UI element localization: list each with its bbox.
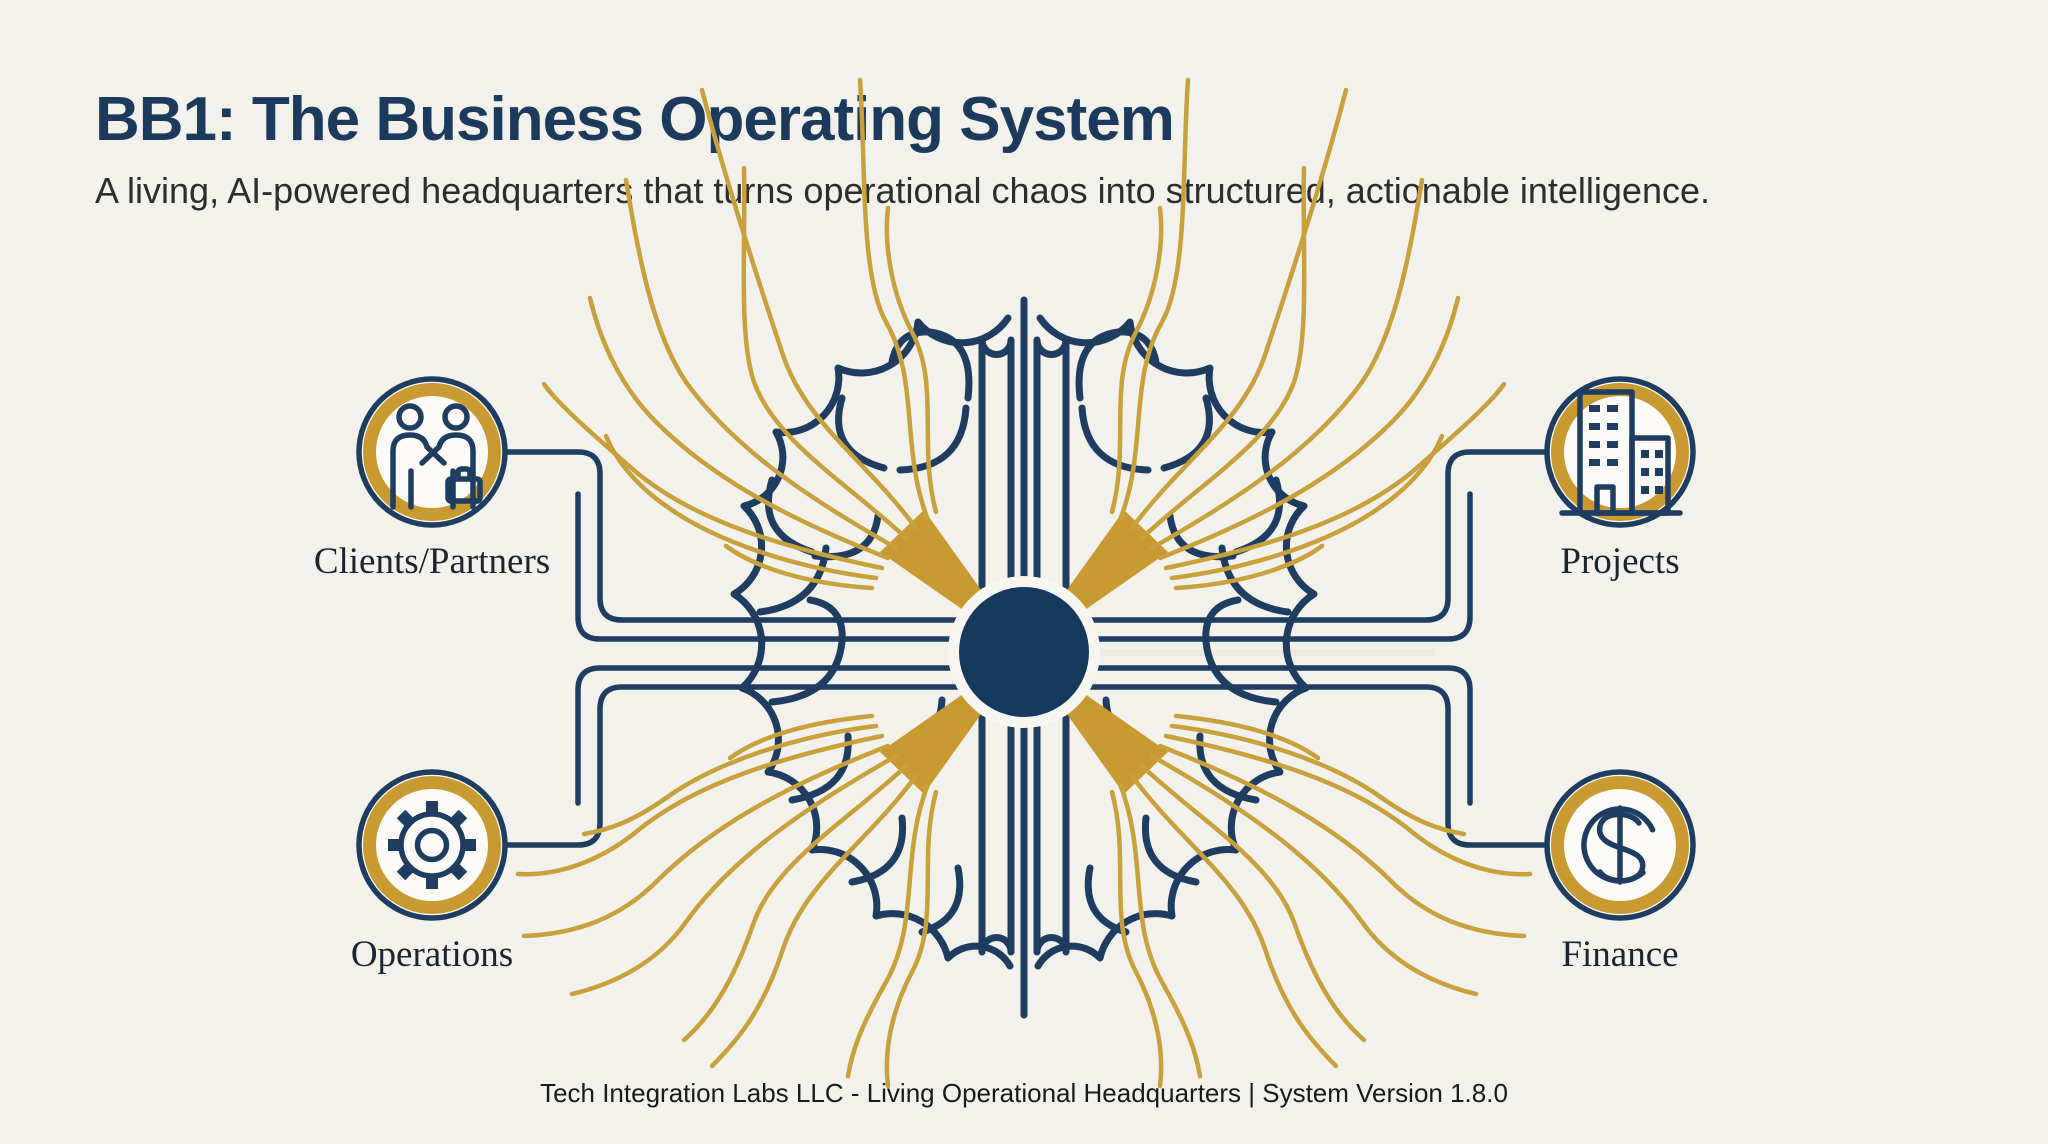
dollar-coin-icon — [1581, 805, 1656, 885]
node-ring-gold — [363, 383, 501, 521]
footer-text: Tech Integration Labs LLC - Living Opera… — [540, 1078, 1508, 1108]
node-label-clients-partners: Clients/Partners — [313, 541, 551, 582]
buildings-icon — [1559, 389, 1683, 516]
node-label-finance: Finance — [1561, 934, 1679, 975]
node-clients-partners — [356, 376, 508, 528]
node-ring-gold — [1551, 776, 1689, 914]
node-ring-outer — [1544, 376, 1696, 528]
node-label-operations: Operations — [350, 934, 514, 975]
node-label-projects: Projects — [1560, 541, 1680, 582]
faint-gray-line — [1100, 649, 1435, 656]
page-subtitle: A living, AI-powered headquarters that t… — [95, 170, 1710, 211]
node-ring-outer — [356, 769, 508, 921]
node-operations — [356, 769, 508, 921]
node-projects — [1544, 376, 1696, 528]
gear-icon — [388, 801, 476, 889]
node-ring-gold — [363, 776, 501, 914]
core-circle — [959, 587, 1089, 717]
node-finance — [1544, 769, 1696, 921]
handshake-icon — [390, 403, 483, 510]
page-title: BB1: The Business Operating System — [95, 85, 1175, 154]
